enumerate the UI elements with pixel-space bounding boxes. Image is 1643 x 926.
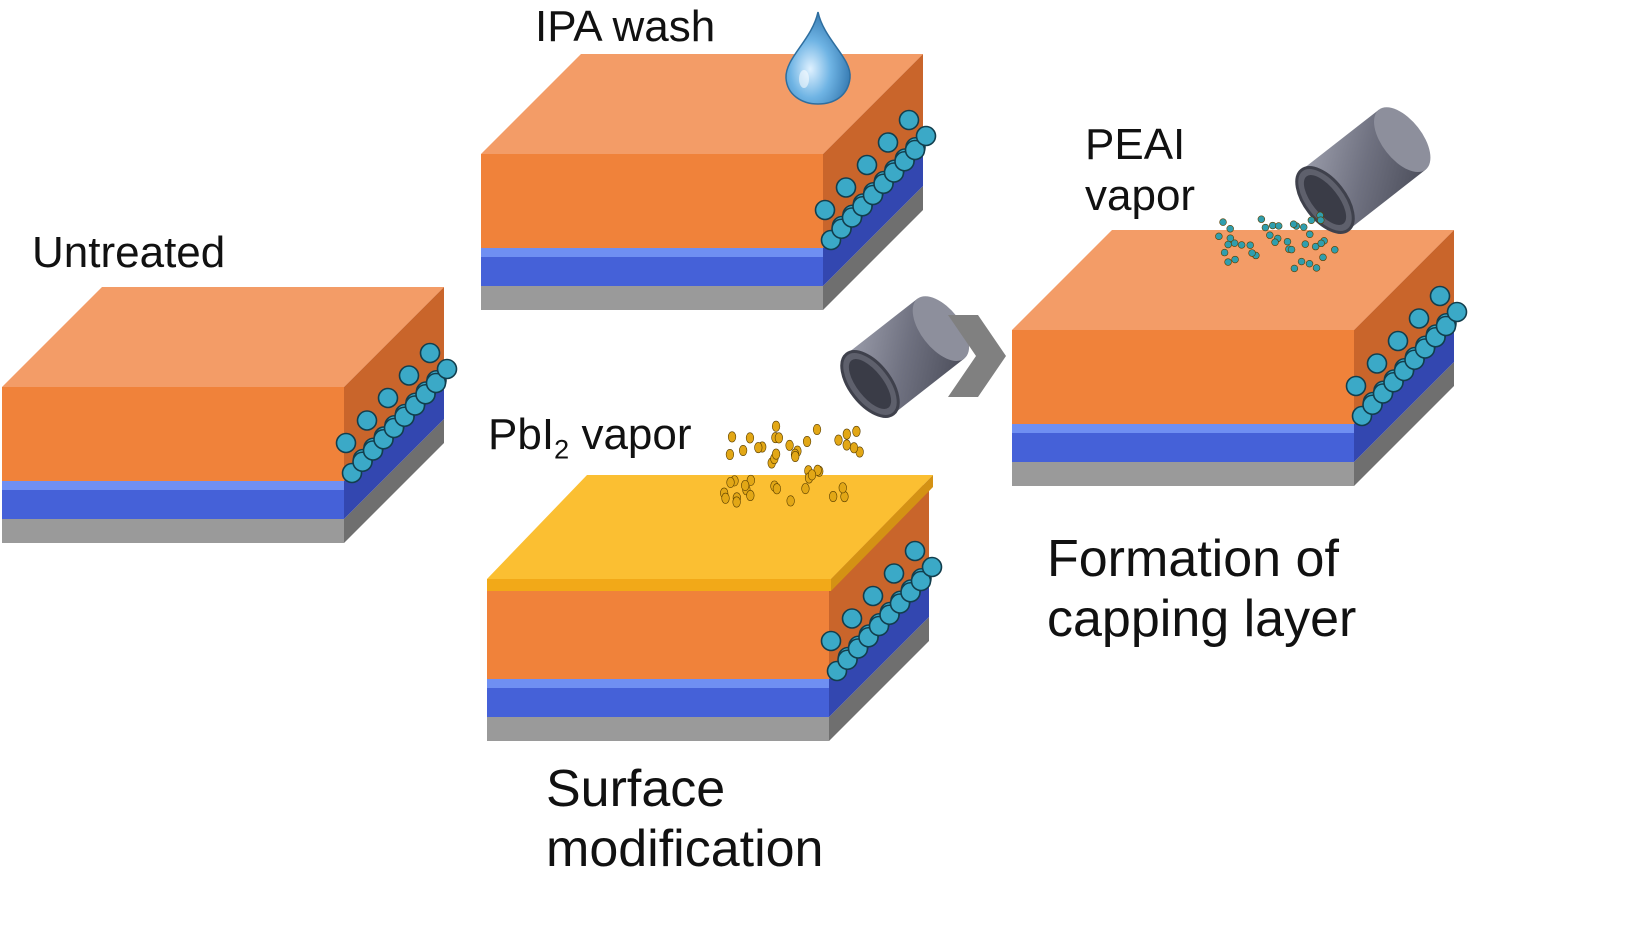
substrate-layer: [1012, 362, 1454, 486]
surface-modified-film-stack: [487, 475, 943, 741]
untreated-film-stack: [2, 287, 458, 543]
perovskite-layer: [1012, 230, 1454, 424]
transport-layer: [487, 579, 929, 717]
ipa-washed-film-stack: [481, 54, 937, 310]
capped-film-stack: [1012, 230, 1468, 486]
transport-layer: [481, 148, 923, 286]
transport-layer: [2, 381, 444, 519]
capping-layer-label: Formation of capping layer: [1047, 530, 1357, 648]
perovskite-grains: [1345, 285, 1468, 427]
untreated-label: Untreated: [32, 228, 226, 277]
perovskite-layer: [2, 287, 444, 481]
substrate-layer: [487, 617, 929, 741]
transport-layer: [1012, 324, 1454, 462]
vapor-nozzle-icon: [1295, 107, 1431, 234]
peai-vapor-label: PEAI vapor: [1085, 120, 1196, 220]
water-drop-icon: [785, 11, 851, 105]
substrate-layer: [2, 419, 444, 543]
surface-modification-label: Surface modification: [546, 760, 824, 878]
perovskite-grains: [814, 109, 937, 251]
peai-vapor-particles: [1215, 211, 1339, 273]
perovskite-grains: [820, 540, 943, 682]
pbi2-layer: [487, 475, 933, 591]
pbi2-vapor-label: PbI2 vapor: [488, 410, 692, 465]
chevron-right-icon: [948, 315, 1006, 397]
perovskite-layer: [481, 54, 923, 248]
substrate-layer: [481, 186, 923, 310]
perovskite-grains: [335, 342, 458, 484]
vapor-nozzle-icon: [840, 296, 970, 418]
pbi2-vapor-particles: [720, 420, 864, 508]
ipa-wash-label: IPA wash: [535, 2, 716, 51]
